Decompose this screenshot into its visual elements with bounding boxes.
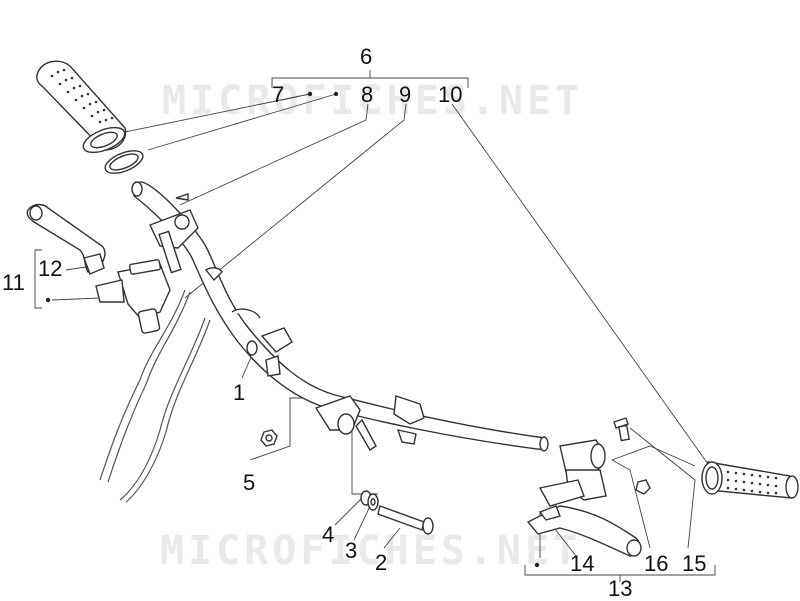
bracket-13 (524, 565, 716, 582)
left-master-cylinder (95, 259, 171, 334)
callout-12: 12 (38, 256, 63, 281)
brake-cables (99, 289, 211, 503)
callout-2: 2 (375, 550, 388, 575)
right-brake-assembly (526, 417, 651, 557)
washers-3-4 (360, 490, 379, 511)
callout-16: 16 (644, 551, 669, 576)
bracket-6 (271, 70, 469, 88)
callout-1: 1 (233, 380, 246, 405)
bracket-11 (34, 249, 42, 309)
callout-5: 5 (243, 470, 256, 495)
watermark-bottom: MICROFICHES.NET (160, 528, 582, 574)
callout-15: 15 (682, 551, 707, 576)
leader-lines (51, 93, 709, 558)
callout-4: 4 (322, 522, 335, 547)
handlebar-tube (131, 181, 549, 452)
right-grip (701, 461, 799, 499)
callout-dots (45, 91, 540, 568)
callout-10: 10 (438, 82, 463, 107)
callout-8: 8 (361, 82, 374, 107)
callout-7: 7 (272, 82, 285, 107)
left-grip (36, 60, 144, 174)
callout-14: 14 (570, 551, 595, 576)
callout-3: 3 (345, 538, 358, 563)
nut-5 (260, 429, 278, 447)
left-brake-lever (26, 203, 106, 275)
callout-9: 9 (399, 82, 412, 107)
callout-13: 13 (608, 576, 633, 601)
callout-11: 11 (2, 270, 25, 295)
callout-6: 6 (360, 44, 373, 69)
left-switch (149, 193, 199, 274)
center-clamp (246, 327, 425, 451)
bolt-2 (377, 505, 434, 535)
watermark-top: MICROFICHES.NET (162, 78, 584, 124)
